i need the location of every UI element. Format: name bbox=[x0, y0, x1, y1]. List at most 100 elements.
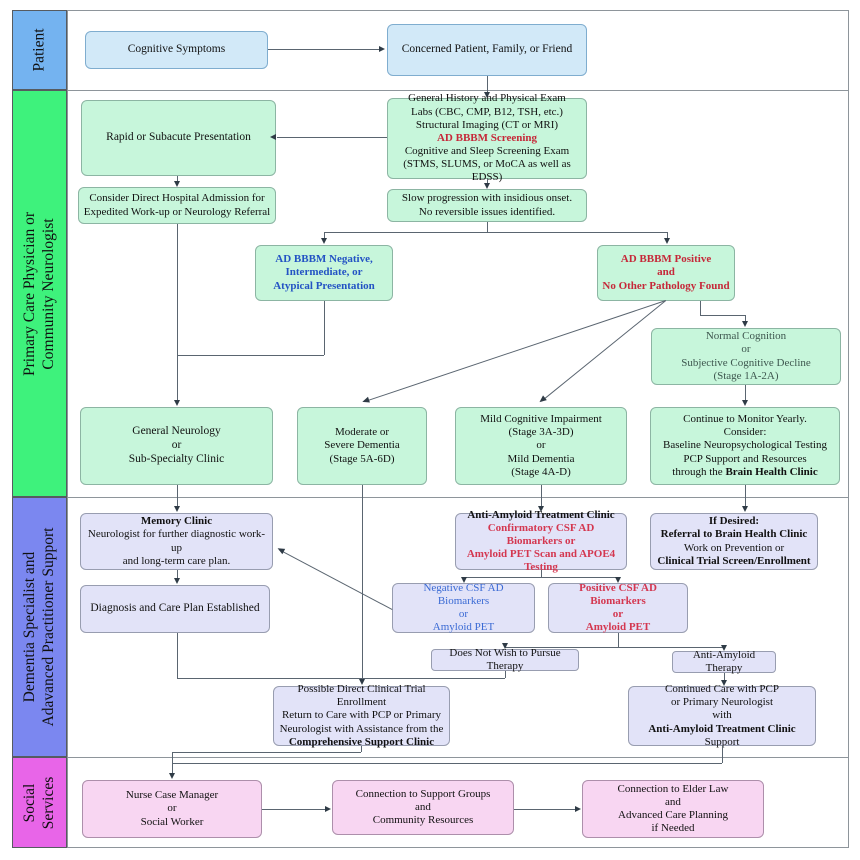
connector bbox=[487, 222, 488, 232]
arrowhead bbox=[483, 92, 490, 98]
text-line: Diagnosis and Care Plan Established bbox=[90, 602, 260, 615]
text-line: AD BBBM Positive bbox=[620, 253, 712, 266]
node-continue-monitor: Continue to Monitor Yearly. Consider: Ba… bbox=[650, 407, 840, 485]
node-continued-care: Continued Care with PCP or Primary Neuro… bbox=[628, 683, 816, 749]
text-line: Cognitive and Sleep Screening Exam bbox=[404, 145, 570, 158]
node-positive-csf: Positive CSF AD Biomarkers or Amyloid PE… bbox=[548, 581, 688, 633]
lane-social-services: Social Services bbox=[12, 757, 67, 848]
connector bbox=[487, 179, 488, 184]
arrowhead bbox=[741, 400, 748, 406]
text-line: Connection to Elder Law bbox=[617, 782, 729, 795]
text-line: No Other Pathology Found bbox=[602, 279, 730, 292]
node-concerned-patient: Concerned Patient, Family, or Friend bbox=[387, 24, 587, 76]
connector bbox=[324, 232, 667, 233]
arrowhead bbox=[358, 679, 365, 685]
text-line: or bbox=[167, 802, 177, 815]
connector bbox=[745, 315, 746, 322]
text-line: Mild Cognitive Impairment bbox=[480, 413, 602, 426]
text-line: Anti-Amyloid Treatment Clinic Support bbox=[633, 723, 811, 749]
connector bbox=[177, 485, 178, 507]
lane-dementia-specialist: Dementia Specialist and Adavanced Practi… bbox=[12, 497, 67, 757]
text-line: Atypical Presentation bbox=[273, 279, 375, 292]
text-segment: Brain Health Clinic bbox=[725, 465, 818, 478]
text-line: Anti-Amyloid Therapy bbox=[692, 648, 756, 674]
text-line: or bbox=[458, 608, 469, 620]
text-line: Comprehensive Support Clinic bbox=[288, 735, 435, 748]
text-line: or bbox=[536, 439, 546, 452]
text-line: Moderate or bbox=[334, 426, 390, 439]
text-line: Normal Cognition bbox=[705, 330, 787, 343]
node-memory-clinic: Memory Clinic Neurologist for further di… bbox=[80, 513, 273, 570]
arrowhead bbox=[720, 645, 727, 651]
text-line: Confirmatory CSF AD Biomarkers or bbox=[487, 521, 595, 547]
arrowhead bbox=[575, 805, 581, 812]
node-rapid-presentation: Rapid or Subacute Presentation bbox=[81, 100, 276, 176]
connector bbox=[541, 485, 542, 507]
text-line: with bbox=[712, 709, 732, 722]
text-line: (Stage 5A-6D) bbox=[329, 452, 395, 465]
connector bbox=[724, 673, 725, 681]
node-anti-amyloid-treatment-clinic: Anti-Amyloid Treatment Clinic Confirmato… bbox=[455, 509, 627, 573]
text-line: Continue to Monitor Yearly. bbox=[683, 413, 807, 426]
text-line: Amyloid PET Scan and APOE4 Testing bbox=[466, 548, 616, 574]
connector bbox=[464, 577, 618, 578]
text-line: Positive CSF AD Biomarkers bbox=[579, 581, 657, 607]
text-segment: through the bbox=[672, 465, 726, 478]
connector bbox=[177, 224, 178, 401]
node-elder-law: Connection to Elder Law and Advanced Car… bbox=[582, 780, 764, 838]
arrowhead bbox=[483, 183, 490, 189]
text-line: and long-term care plan. bbox=[122, 554, 231, 567]
connector bbox=[324, 232, 325, 239]
node-no-therapy: Does Not Wish to Pursue Therapy bbox=[431, 646, 579, 672]
lane-social-services-label: Social Services bbox=[20, 776, 57, 829]
text-line: (Stage 1A-2A) bbox=[713, 369, 779, 382]
node-hospital-admission: Consider Direct Hospital Admission for E… bbox=[78, 187, 276, 224]
text-line: Referral to Brain Health Clinic bbox=[660, 528, 808, 541]
arrowhead bbox=[320, 238, 327, 244]
text-line: General History and Physical Exam bbox=[408, 92, 566, 105]
connector bbox=[487, 76, 488, 93]
text-line: Community Resources bbox=[372, 814, 474, 827]
text-line: Does Not Wish to Pursue Therapy bbox=[449, 646, 561, 672]
text-line: or bbox=[612, 608, 624, 620]
text-line: Sub-Specialty Clinic bbox=[128, 452, 225, 465]
text-line: or bbox=[171, 439, 182, 452]
text-line: Connection to Support Groups bbox=[355, 787, 491, 800]
text-line: (Stage 3A-3D) bbox=[508, 426, 574, 439]
connector bbox=[722, 746, 723, 763]
text-line: Amyloid PET bbox=[432, 621, 495, 634]
lane-divider bbox=[67, 757, 849, 758]
text-line: Rapid or Subacute Presentation bbox=[106, 131, 251, 144]
node-history-exam: General History and Physical Exam Labs (… bbox=[387, 92, 587, 183]
lane-primary-care: Primary Care Physician or Community Neur… bbox=[12, 90, 67, 497]
text-line: Expedited Work-up or Neurology Referral bbox=[83, 205, 271, 218]
connector bbox=[618, 633, 619, 647]
connector bbox=[277, 137, 387, 138]
text-line: If Desired: bbox=[708, 515, 760, 528]
text-segment: Support bbox=[704, 735, 740, 748]
text-line: PCP Support and Resources bbox=[683, 452, 807, 465]
connector bbox=[172, 752, 361, 753]
connector bbox=[172, 763, 722, 764]
connector bbox=[700, 315, 745, 316]
arrowhead bbox=[741, 321, 748, 327]
text-line: Neurologist with Assistance from the bbox=[279, 722, 444, 735]
text-line: AD BBBM Screening bbox=[436, 131, 538, 144]
arrowhead bbox=[325, 805, 331, 812]
text-line: Anti-Amyloid Treatment Clinic bbox=[467, 508, 615, 521]
node-bbbm-negative: AD BBBM Negative, Intermediate, or Atypi… bbox=[255, 245, 393, 301]
connector bbox=[745, 385, 746, 401]
text-line: or bbox=[741, 343, 751, 356]
text-line: Work on Prevention or bbox=[683, 541, 785, 554]
text-line: or Primary Neurologist bbox=[670, 696, 774, 709]
arrowhead bbox=[270, 133, 276, 140]
connector bbox=[505, 671, 506, 678]
node-support-groups: Connection to Support Groups and Communi… bbox=[332, 780, 514, 835]
node-possible-trial-enrollment: Possible Direct Clinical Trial Enrollmen… bbox=[273, 683, 450, 748]
text-line: (Stage 4A-D) bbox=[511, 465, 571, 478]
text-line: Severe Dementia bbox=[324, 439, 400, 452]
text-line: Concerned Patient, Family, or Friend bbox=[401, 43, 573, 56]
text-line: and bbox=[665, 795, 681, 808]
lane-divider bbox=[67, 90, 849, 91]
arrowhead bbox=[173, 506, 180, 512]
